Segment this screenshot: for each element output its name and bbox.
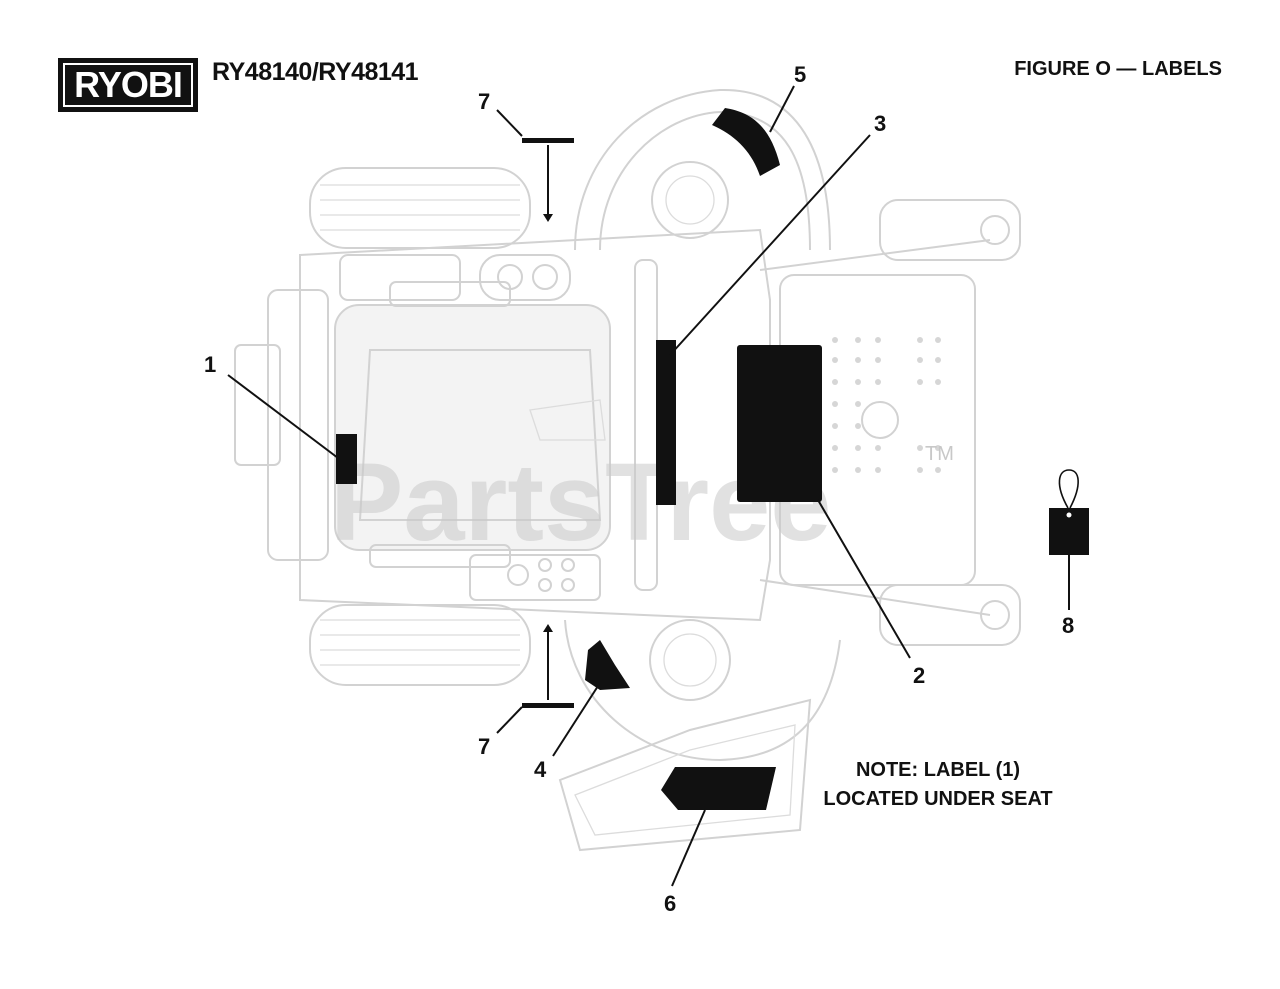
label-3: [656, 340, 676, 505]
watermark-trademark: TM: [925, 443, 954, 465]
callout-7-bottom: 7: [478, 734, 490, 759]
callout-1: 1: [204, 352, 216, 377]
label-6: [661, 767, 776, 810]
note-line-2: LOCATED UNDER SEAT: [823, 788, 1053, 810]
callout-8: 8: [1062, 613, 1074, 638]
label-5: [712, 108, 780, 176]
figure-title: FIGURE O — LABELS: [1014, 58, 1222, 80]
label-2: [737, 345, 822, 502]
callout-4: 4: [534, 757, 547, 782]
callout-5: 5: [794, 62, 806, 87]
note-line-1: NOTE: LABEL (1): [855, 759, 1021, 781]
callout-7-top: 7: [478, 89, 490, 114]
label-7-top: [522, 138, 574, 143]
label-4: [585, 640, 630, 690]
leader-7-bottom: [496, 706, 523, 734]
label-8-hang-tag: [1049, 469, 1089, 555]
leader-5: [769, 85, 795, 133]
leader-7-top: [496, 109, 523, 137]
mower-line-art: [234, 88, 1021, 852]
leader-6: [671, 809, 706, 887]
callout-3: 3: [874, 111, 886, 136]
ryobi-logo: RYOBI: [58, 58, 198, 112]
model-number: RY48140/RY48141: [212, 58, 419, 86]
leader-4: [552, 685, 599, 757]
label-7-bottom: [522, 703, 574, 708]
leader-1: [227, 374, 339, 459]
callout-2: 2: [913, 663, 925, 688]
leader-2: [817, 499, 911, 659]
note-box: NOTE: LABEL (1) LOCATED UNDER SEAT: [812, 756, 1064, 814]
callout-6: 6: [664, 891, 676, 916]
label-1: [336, 434, 357, 484]
leader-3: [669, 134, 871, 356]
